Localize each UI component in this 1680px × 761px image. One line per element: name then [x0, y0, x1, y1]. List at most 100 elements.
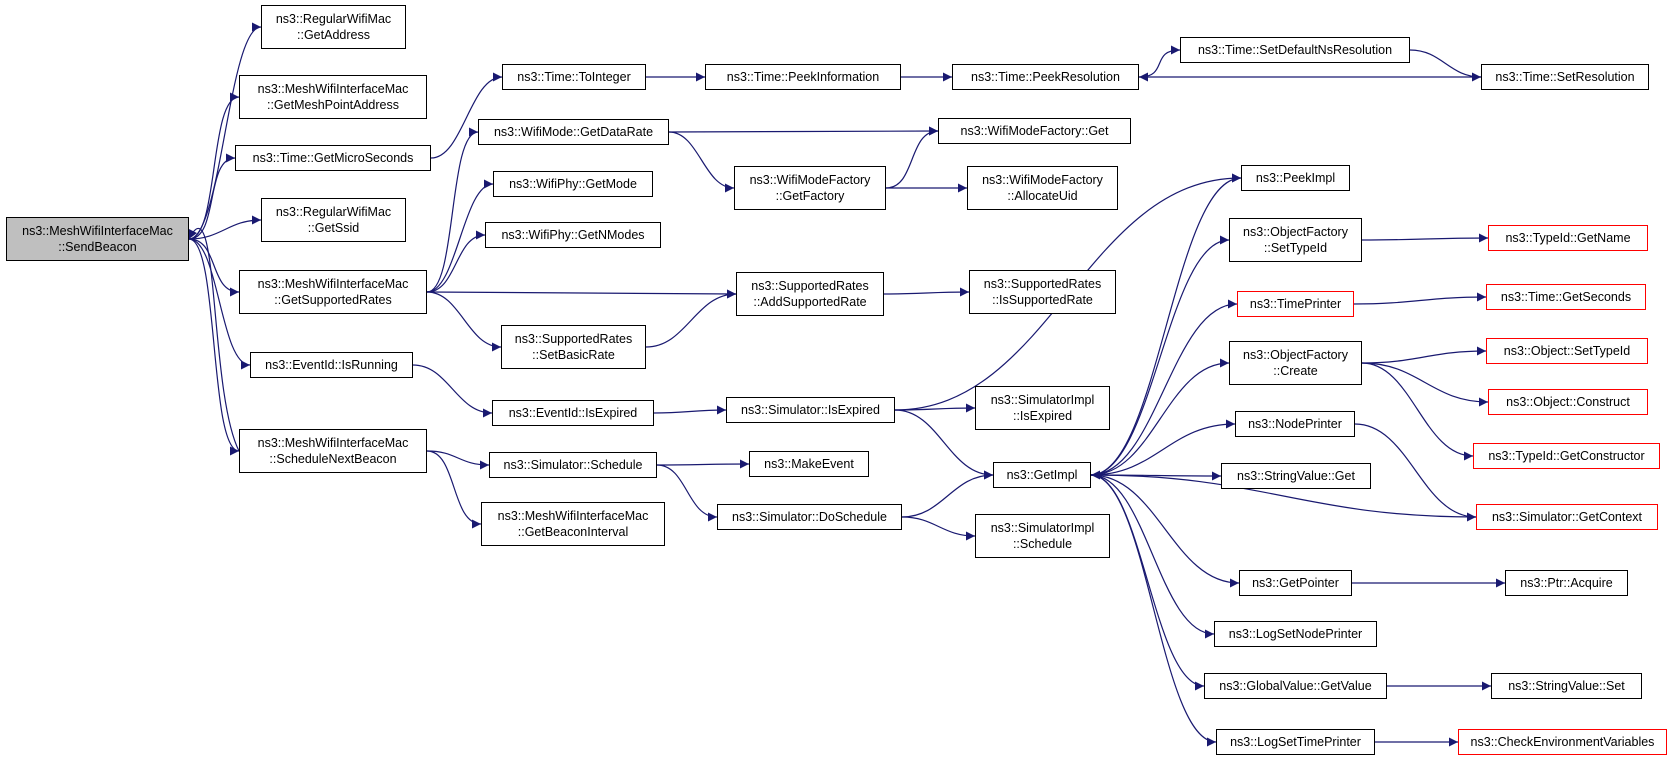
edge-sendbeacon-to-schedulenextbeacon	[188, 238, 240, 456]
node-label: ns3::Simulator::Schedule	[503, 458, 643, 472]
node-allocateuid[interactable]: ns3::WifiModeFactory::AllocateUid	[967, 166, 1118, 210]
node-wmf_getfactory[interactable]: ns3::WifiModeFactory::GetFactory	[734, 166, 886, 210]
node-peekresolution[interactable]: ns3::Time::PeekResolution	[952, 64, 1139, 90]
node-label: ::GetFactory	[775, 189, 845, 203]
node-label: ns3::Time::SetDefaultNsResolution	[1197, 43, 1393, 57]
node-label: ns3::RegularWifiMac	[275, 205, 392, 219]
node-label: ns3::CheckEnvironmentVariables	[1470, 735, 1655, 749]
node-getsupportedrates[interactable]: ns3::MeshWifiInterfaceMac::GetSupportedR…	[239, 270, 427, 314]
node-label: ns3::PeekImpl	[1255, 171, 1336, 185]
node-sendbeacon[interactable]: ns3::MeshWifiInterfaceMac::SendBeacon	[6, 217, 189, 261]
node-isrunning[interactable]: ns3::EventId::IsRunning	[250, 352, 413, 378]
node-obj_construct[interactable]: ns3::Object::Construct	[1488, 389, 1648, 415]
node-sv_set[interactable]: ns3::StringValue::Set	[1491, 673, 1642, 699]
node-label: ::GetAddress	[297, 28, 370, 42]
edge-getimpl-to-timeprinter	[1090, 299, 1238, 476]
node-wmf_get[interactable]: ns3::WifiModeFactory::Get	[938, 118, 1131, 144]
node-sim_getcontext[interactable]: ns3::Simulator::GetContext	[1476, 504, 1658, 530]
node-gv_getvalue[interactable]: ns3::GlobalValue::GetValue	[1204, 673, 1387, 699]
node-rw_getssid[interactable]: ns3::RegularWifiMac::GetSsid	[261, 198, 406, 242]
node-label: ::IsSupportedRate	[992, 293, 1093, 307]
node-of_settypeid[interactable]: ns3::ObjectFactory::SetTypeId	[1229, 218, 1362, 262]
node-addsupportedrate[interactable]: ns3::SupportedRates::AddSupportedRate	[736, 272, 884, 316]
edge-sim_getcontext-to-getimpl	[1090, 470, 1477, 518]
node-label: ns3::Object::SetTypeId	[1503, 344, 1631, 358]
node-label: ::SetBasicRate	[532, 348, 615, 362]
edge-doschedule-to-si_schedule	[901, 516, 976, 541]
node-si_schedule[interactable]: ns3::SimulatorImpl::Schedule	[975, 514, 1110, 558]
node-getpointer[interactable]: ns3::GetPointer	[1239, 570, 1352, 596]
edge-of_create-to-obj_settypeid	[1361, 346, 1487, 364]
edge-sendbeacon-to-isrunning	[188, 238, 251, 370]
node-timeprinter[interactable]: ns3::TimePrinter	[1237, 291, 1354, 317]
node-label: ns3::NodePrinter	[1248, 417, 1342, 431]
edge-getsupportedrates-to-setbasicrate	[426, 291, 502, 352]
node-si_isexpired[interactable]: ns3::SimulatorImpl::IsExpired	[975, 386, 1110, 430]
edge-getimpl-to-of_create	[1090, 358, 1230, 476]
node-sv_get[interactable]: ns3::StringValue::Get	[1221, 463, 1371, 489]
node-label: ns3::Time::ToInteger	[517, 70, 631, 84]
node-peekimpl[interactable]: ns3::PeekImpl	[1241, 165, 1350, 191]
edge-isexpired-to-sim_isexpired	[653, 405, 727, 415]
edge-getmicro-to-tointeger	[430, 72, 503, 159]
node-setresolution[interactable]: ns3::Time::SetResolution	[1481, 64, 1649, 90]
node-label: ns3::Time::GetSeconds	[1500, 290, 1632, 304]
edge-getimpl-to-logsettimeprinter	[1090, 474, 1217, 747]
node-isexpired[interactable]: ns3::EventId::IsExpired	[492, 400, 654, 426]
node-label: ns3::Time::PeekInformation	[726, 70, 880, 84]
node-peekinformation[interactable]: ns3::Time::PeekInformation	[705, 64, 901, 90]
node-setbasicrate[interactable]: ns3::SupportedRates::SetBasicRate	[501, 325, 646, 369]
node-sim_isexpired[interactable]: ns3::Simulator::IsExpired	[726, 397, 895, 423]
node-label: ns3::MeshWifiInterfaceMac	[257, 82, 409, 96]
edge-getimpl-to-peekimpl	[1090, 173, 1242, 476]
node-label: ns3::ObjectFactory	[1243, 225, 1348, 239]
node-doschedule[interactable]: ns3::Simulator::DoSchedule	[717, 504, 902, 530]
edge-wmf_getfactory-to-wmf_get	[885, 126, 939, 189]
edge-sim_schedule-to-makeevent	[656, 459, 750, 469]
node-nodeprinter[interactable]: ns3::NodePrinter	[1235, 411, 1355, 437]
edge-getimpl-to-nodeprinter	[1090, 419, 1236, 476]
node-label: ::AddSupportedRate	[753, 295, 867, 309]
node-label: ::Create	[1273, 364, 1318, 378]
node-obj_settypeid[interactable]: ns3::Object::SetTypeId	[1486, 338, 1648, 364]
node-logsetnodeprinter[interactable]: ns3::LogSetNodePrinter	[1214, 621, 1377, 647]
node-getmicro[interactable]: ns3::Time::GetMicroSeconds	[235, 145, 431, 171]
node-label: ns3::StringValue::Set	[1508, 679, 1625, 693]
node-getnmodes[interactable]: ns3::WifiPhy::GetNModes	[485, 222, 661, 248]
node-logsettimeprinter[interactable]: ns3::LogSetTimePrinter	[1216, 729, 1375, 755]
edge-of_create-to-obj_construct	[1361, 362, 1489, 407]
node-getmode[interactable]: ns3::WifiPhy::GetMode	[493, 171, 653, 197]
edge-getdatarate-to-wmf_getfactory	[668, 131, 735, 193]
node-label: ns3::Ptr::Acquire	[1520, 576, 1613, 590]
edge-getsupportedrates-to-getnmodes	[426, 230, 486, 293]
node-rw_getaddress[interactable]: ns3::RegularWifiMac::GetAddress	[261, 5, 406, 49]
node-label: ns3::LogSetTimePrinter	[1230, 735, 1361, 749]
node-getmeshpoint[interactable]: ns3::MeshWifiInterfaceMac::GetMeshPointA…	[239, 75, 427, 119]
node-label: ns3::SimulatorImpl	[990, 393, 1095, 407]
edge-sim_isexpired-to-getimpl	[894, 409, 994, 480]
node-label: ::AllocateUid	[1007, 189, 1078, 203]
node-label: ::GetSsid	[307, 221, 360, 235]
node-ptr_acquire[interactable]: ns3::Ptr::Acquire	[1505, 570, 1628, 596]
node-setdefaultns[interactable]: ns3::Time::SetDefaultNsResolution	[1180, 37, 1410, 63]
node-time_getseconds[interactable]: ns3::Time::GetSeconds	[1486, 284, 1646, 310]
node-schedulenextbeacon[interactable]: ns3::MeshWifiInterfaceMac::ScheduleNextB…	[239, 429, 427, 473]
node-label: ns3::Simulator::GetContext	[1491, 510, 1643, 524]
node-getdatarate[interactable]: ns3::WifiMode::GetDataRate	[478, 119, 669, 145]
node-checkenv[interactable]: ns3::CheckEnvironmentVariables	[1458, 729, 1667, 755]
node-getimpl[interactable]: ns3::GetImpl	[993, 462, 1091, 488]
node-typeid_getname[interactable]: ns3::TypeId::GetName	[1488, 225, 1648, 251]
node-issupportedrate[interactable]: ns3::SupportedRates::IsSupportedRate	[969, 270, 1116, 314]
node-label: ns3::StringValue::Get	[1237, 469, 1355, 483]
node-getconstructor[interactable]: ns3::TypeId::GetConstructor	[1473, 443, 1660, 469]
node-label: ns3::MeshWifiInterfaceMac	[257, 436, 409, 450]
node-label: ns3::GetImpl	[1006, 468, 1078, 482]
node-makeevent[interactable]: ns3::MakeEvent	[749, 451, 869, 477]
node-getbeaconinterval[interactable]: ns3::MeshWifiInterfaceMac::GetBeaconInte…	[481, 502, 665, 546]
edge-sendbeacon-to-rw_getaddress	[188, 22, 262, 240]
node-sim_schedule[interactable]: ns3::Simulator::Schedule	[489, 452, 657, 478]
node-tointeger[interactable]: ns3::Time::ToInteger	[502, 64, 646, 90]
node-of_create[interactable]: ns3::ObjectFactory::Create	[1229, 341, 1362, 385]
